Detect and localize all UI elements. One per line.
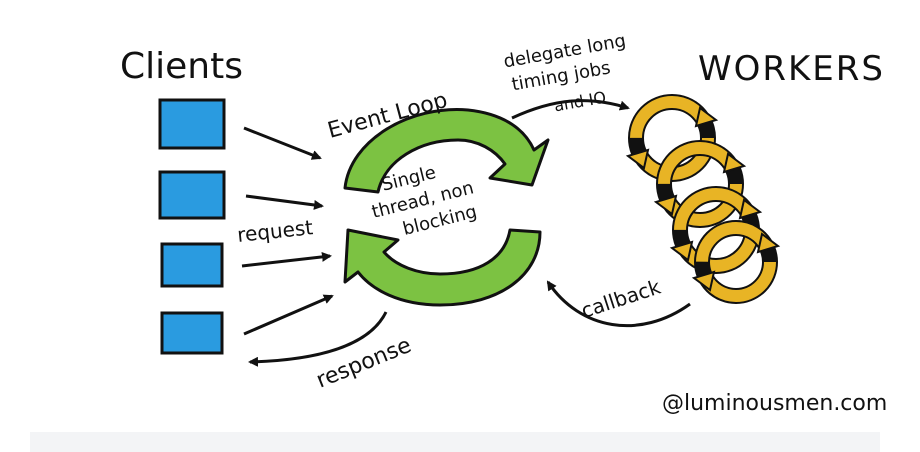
callback-arrow — [546, 280, 691, 328]
worker-cycle-icon-4 — [691, 220, 781, 304]
credit-text: @luminousmen.com — [662, 391, 887, 416]
request-arrow-3 — [241, 251, 332, 268]
worker-cycle-icon-2 — [653, 140, 747, 228]
client-box-3 — [160, 242, 224, 288]
workers-stack — [625, 94, 781, 304]
client-box-2 — [158, 170, 226, 220]
delegate-arrow — [511, 99, 630, 120]
client-boxes — [158, 98, 226, 355]
request-arrows — [241, 126, 334, 336]
footer-bar — [30, 432, 880, 452]
request-arrow-4 — [243, 294, 334, 336]
client-box-4 — [160, 311, 224, 355]
response-arrow — [248, 311, 388, 367]
request-label: request — [236, 215, 314, 247]
event-loop-top-arc — [343, 108, 550, 194]
workers-title: WORKERS — [698, 49, 885, 89]
clients-title: Clients — [120, 46, 243, 87]
request-arrow-1 — [243, 126, 322, 160]
event-loop-cycle-icon — [343, 108, 550, 307]
delegate-text-line-3: and IO — [553, 88, 608, 116]
request-arrow-2 — [245, 194, 324, 210]
delegate-text: delegate long timing jobs and IO — [502, 30, 628, 116]
client-box-1 — [158, 98, 226, 150]
event-loop-bottom-arc — [343, 228, 542, 307]
response-label: response — [313, 333, 415, 394]
callback-label: callback — [578, 274, 664, 322]
